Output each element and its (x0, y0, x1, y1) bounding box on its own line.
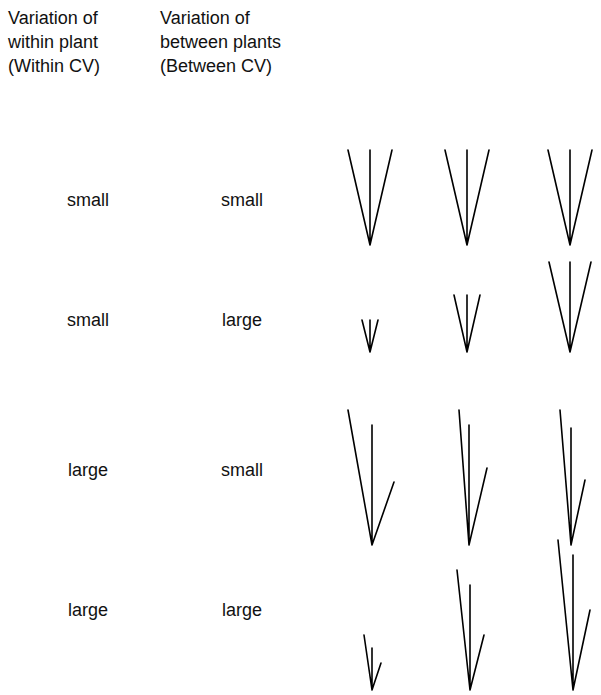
within-level: small (67, 308, 109, 332)
column-header: Variation of within plant (Within CV) (8, 6, 136, 78)
between-level: large (222, 598, 262, 622)
between-level: small (221, 458, 263, 482)
within-level: large (68, 458, 108, 482)
within-level: small (67, 188, 109, 212)
between-level: large (222, 308, 262, 332)
column-header: Variation of between plants (Between CV) (160, 6, 300, 78)
between-level: small (221, 188, 263, 212)
fan-row-2 (362, 262, 591, 352)
fan-row-1 (348, 150, 592, 245)
within-level: large (68, 598, 108, 622)
fan-row-4 (364, 540, 590, 690)
fan-row-3 (348, 410, 585, 545)
